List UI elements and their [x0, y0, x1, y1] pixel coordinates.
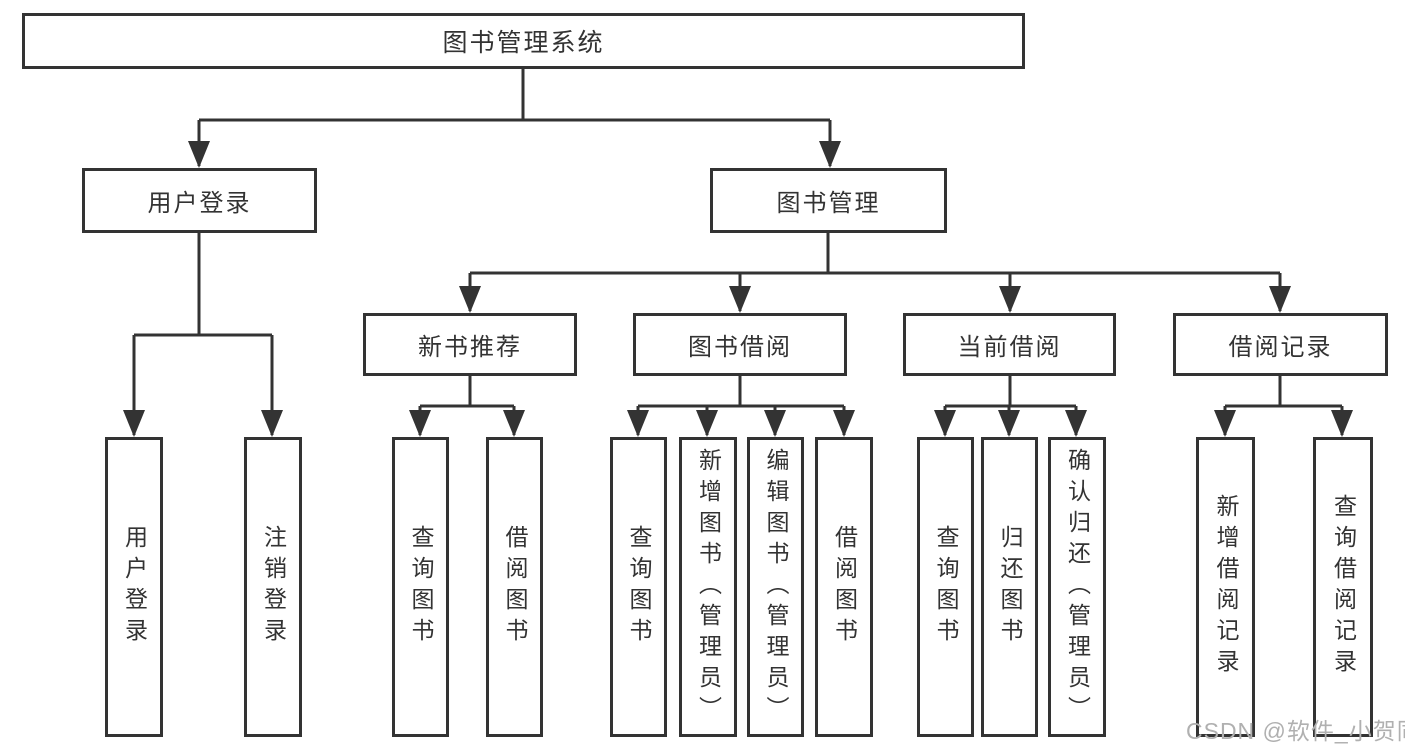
leaf-borrow-books-2: 借阅图书	[815, 437, 873, 737]
node-new-book-recommendation: 新书推荐	[363, 313, 577, 376]
leaf-add-borrow-record: 新增借阅记录	[1196, 437, 1255, 737]
leaf-return-books: 归还图书	[981, 437, 1038, 737]
leaf-confirm-return-admin: 确认归还（管理员）	[1048, 437, 1106, 737]
leaf-user-login: 用户登录	[105, 437, 163, 737]
leaf-add-books-admin: 新增图书（管理员）	[679, 437, 737, 737]
leaf-query-borrow-record: 查询借阅记录	[1313, 437, 1373, 737]
node-current-borrowing: 当前借阅	[903, 313, 1116, 376]
leaf-query-books: 查询图书	[392, 437, 449, 737]
node-borrowing-records: 借阅记录	[1173, 313, 1388, 376]
leaf-edit-books-admin: 编辑图书（管理员）	[747, 437, 804, 737]
leaf-query-books-2: 查询图书	[610, 437, 667, 737]
leaf-borrow-books: 借阅图书	[486, 437, 543, 737]
node-book-borrowing: 图书借阅	[633, 313, 847, 376]
watermark: CSDN @软件_小贺同学	[1186, 718, 1405, 744]
leaf-logout: 注销登录	[244, 437, 302, 737]
leaf-query-books-3: 查询图书	[917, 437, 974, 737]
node-user-login: 用户登录	[82, 168, 317, 233]
node-library-management-system: 图书管理系统	[22, 13, 1025, 69]
node-book-management: 图书管理	[710, 168, 947, 233]
